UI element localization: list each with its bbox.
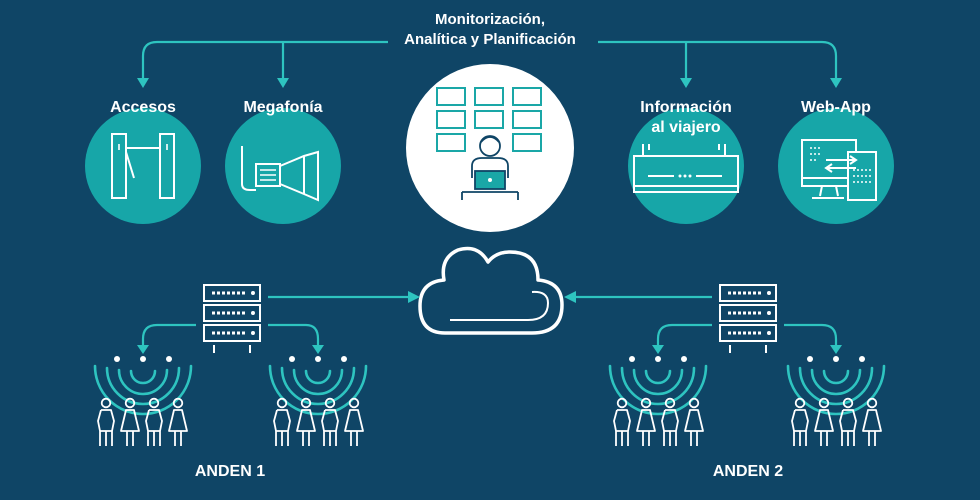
display-panel-icon [633, 144, 739, 193]
header-title-line2: Analítica y Planificación [404, 31, 576, 48]
loudspeaker-icon [241, 146, 319, 202]
cloud-icon [418, 246, 564, 335]
service-label-megafonia: Megafonía [223, 98, 343, 118]
header-title-line1: Monitorización, [435, 11, 545, 28]
service-label-line1: Web-App [801, 99, 871, 116]
wifi-icon [608, 354, 708, 416]
service-label-line1: Información [640, 99, 732, 116]
wifi-icon [268, 354, 368, 416]
server-right [564, 283, 842, 355]
header-title: Monitorización, Analítica y Planificació… [340, 10, 640, 50]
turnstile-icon [111, 133, 175, 199]
service-informacion [628, 108, 744, 224]
central-monitoring [406, 64, 574, 232]
video-wall-icon [436, 87, 542, 152]
service-webapp [778, 108, 894, 224]
passenger-group [97, 397, 188, 447]
service-label-accesos: Accesos [83, 98, 203, 118]
wifi-icon [786, 354, 886, 416]
platform-label-2: ANDEN 2 [712, 463, 784, 480]
service-label-line1: Megafonía [243, 99, 323, 116]
service-megafonia [225, 108, 341, 224]
top-distribution-lines [137, 40, 842, 88]
server-left [137, 283, 420, 355]
service-label-line2: al viajero [651, 119, 721, 136]
passenger-group [613, 397, 704, 447]
platform-label-1: ANDEN 1 [194, 463, 266, 480]
service-label-line1: Accesos [110, 99, 176, 116]
service-label-informacion: Información al viajero [616, 98, 756, 138]
service-accesos [85, 108, 201, 224]
passenger-group [791, 397, 882, 447]
passenger-group [273, 397, 364, 447]
devices-icon [801, 139, 877, 201]
operator-icon [471, 135, 509, 178]
laptop-icon [461, 170, 519, 200]
service-label-webapp: Web-App [776, 98, 896, 118]
